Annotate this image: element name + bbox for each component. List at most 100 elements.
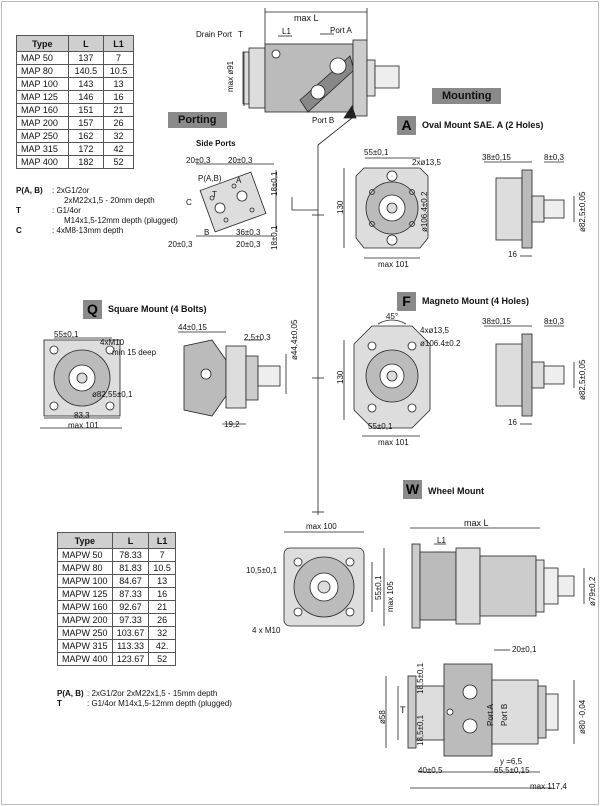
porting-title: Porting <box>168 112 227 128</box>
q-dim-44: 44±0,15 <box>178 323 207 332</box>
dim-20d: 20±0,3 <box>236 240 261 249</box>
mount-f-side <box>484 325 575 425</box>
w-dim-m10: 4 x M10 <box>252 626 281 635</box>
mount-w-front <box>283 531 385 627</box>
mount-w-letter: W <box>403 480 422 499</box>
a-dim-55: 55±0,1 <box>364 148 389 157</box>
f-dim-45: 45° <box>386 312 399 321</box>
table-header: Type <box>16 35 69 52</box>
note-key: P(A, B) <box>16 186 43 195</box>
note-key: T <box>16 206 21 215</box>
table-cell: 52 <box>148 652 176 666</box>
dim-20a: 20±0,3 <box>186 156 211 165</box>
note-text: : 4xM8-13mm depth <box>52 226 124 235</box>
a-dim-82: ø82,5±0,05 <box>578 191 587 232</box>
w-dim-655: 65,5±0,15 <box>494 766 530 775</box>
w-dim-405: 40±0,5 <box>418 766 443 775</box>
mount-q-side <box>178 331 287 425</box>
dim-pinlet: P(A,B) <box>198 174 222 183</box>
mount-w-ports-view <box>385 649 575 789</box>
w-dim-y65: y =6,5 <box>500 757 523 766</box>
port-notes: P(A, B) : 2xG1/2or 2xM22x1,5 - 20mm depth… <box>16 186 178 236</box>
w-dim-20: 20±0,1 <box>512 645 537 654</box>
dim-18a: 18±0,1 <box>270 171 279 196</box>
f-dim-8: 8±0,3 <box>544 317 564 326</box>
note-key: C <box>16 226 22 235</box>
note-key: T <box>57 699 62 708</box>
f-dim-130: 130 <box>336 370 345 384</box>
port-face-a: A <box>236 176 242 185</box>
w-dim-58: ø58 <box>378 710 387 724</box>
w-dim-max100: max 100 <box>306 522 337 531</box>
note-text: : G1/4or M14x1,5-12mm depth (plugged) <box>87 699 232 708</box>
dim-20b: 20±0,3 <box>228 156 253 165</box>
q-dim-82: ø82,55±0,1 <box>92 390 133 399</box>
q-dim-444: ø44,4±0,05 <box>290 319 299 360</box>
motor-side-view <box>242 8 400 119</box>
w-port-b: Port B <box>500 703 509 726</box>
table-header: L1 <box>148 532 176 549</box>
port-face-c: C <box>186 198 192 207</box>
mount-f-title: Magneto Mount (4 Holes) <box>422 296 529 306</box>
porting-face-drawing <box>196 163 277 237</box>
a-dim-holes: 2xø13,5 <box>412 158 441 167</box>
note-text: M14x1,5-12mm depth (plugged) <box>64 216 178 225</box>
mount-a-front <box>343 157 429 259</box>
mount-a-side <box>484 161 575 257</box>
table-cell: MAP 400 <box>16 155 69 169</box>
mount-q-title: Square Mount (4 Bolts) <box>108 304 207 314</box>
a-dim-max101: max 101 <box>378 260 409 269</box>
f-dim-106: ø106.4±0.2 <box>420 339 461 348</box>
q-dim-833: 83,3 <box>74 411 90 420</box>
a-dim-16: 16 <box>508 250 517 259</box>
table-cell: MAPW 400 <box>57 652 113 666</box>
wheel-port-notes: P(A, B): 2xG1/2or 2xM22x1,5 - 15mm depth… <box>57 689 232 709</box>
table-header: L <box>111 532 150 549</box>
mount-f-letter: F <box>397 292 416 311</box>
q-dim-max101: max 101 <box>68 421 99 430</box>
w-dim-l1: L1 <box>437 536 446 545</box>
drain-port-t: T <box>238 30 243 39</box>
mounting-title: Mounting <box>432 88 502 104</box>
table-cell: 123.67 <box>111 652 150 666</box>
table-cell: 143 <box>67 77 105 91</box>
mount-a-title: Oval Mount SAE. A (2 Holes) <box>422 120 544 130</box>
side-ports-label: Side Ports <box>196 139 236 148</box>
f-dim-82: ø82,5±0,05 <box>578 359 587 400</box>
dim-l1: L1 <box>282 27 291 36</box>
mount-q-front <box>40 337 122 429</box>
f-dim-max101: max 101 <box>378 438 409 447</box>
table-header: L <box>67 35 105 52</box>
f-dim-holes: 4xø13,5 <box>420 326 449 335</box>
table-cell: 84.67 <box>111 574 150 588</box>
w-port-t: T <box>400 705 406 715</box>
note-text: : 2xG1/2or <box>52 186 90 195</box>
w-dim-80: ø80 -0,04 <box>578 699 587 734</box>
note-text: : G1/4or <box>52 206 81 215</box>
table-cell: 7 <box>148 548 176 562</box>
port-b-label: Port B <box>312 116 335 125</box>
mount-w-title: Wheel Mount <box>428 486 484 496</box>
f-dim-55: 55±0,1 <box>368 422 393 431</box>
note-text: 2xM22x1,5 - 20mm depth <box>64 196 155 205</box>
w-dim-105: 10,5±0,1 <box>246 566 278 575</box>
table-cell: 52 <box>103 155 134 169</box>
w-dim-55: 55±0,1 <box>374 575 383 600</box>
dim-18b: 18±0,1 <box>270 225 279 250</box>
port-face-t: T <box>212 190 217 199</box>
f-dim-38: 38±0,15 <box>482 317 511 326</box>
